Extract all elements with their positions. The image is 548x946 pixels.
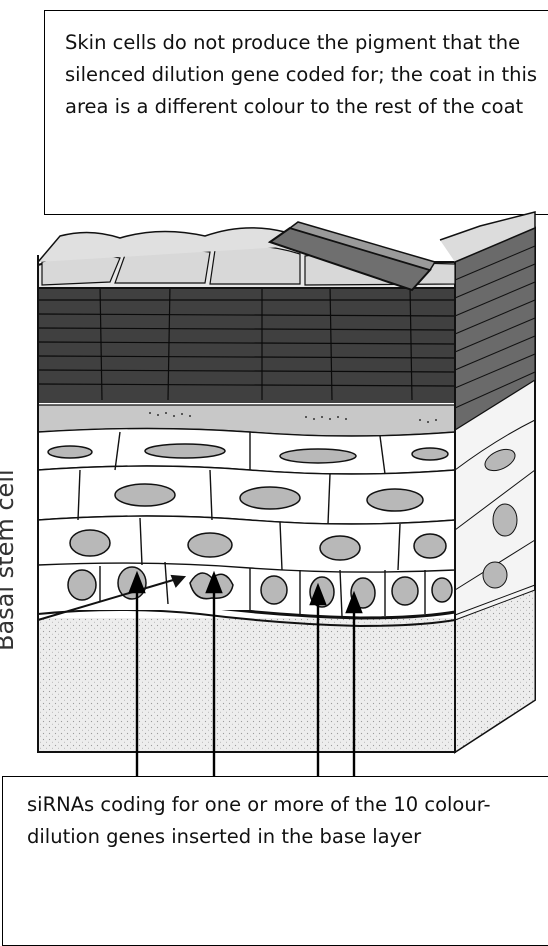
basal-stem-cell-label: Basal stem cell [0, 431, 21, 651]
block-front-face [38, 255, 455, 752]
block-side-face [455, 228, 535, 752]
bottom-caption-box: siRNAs coding for one or more of the 10 … [2, 776, 548, 946]
bottom-caption-text: siRNAs coding for one or more of the 10 … [27, 793, 491, 848]
